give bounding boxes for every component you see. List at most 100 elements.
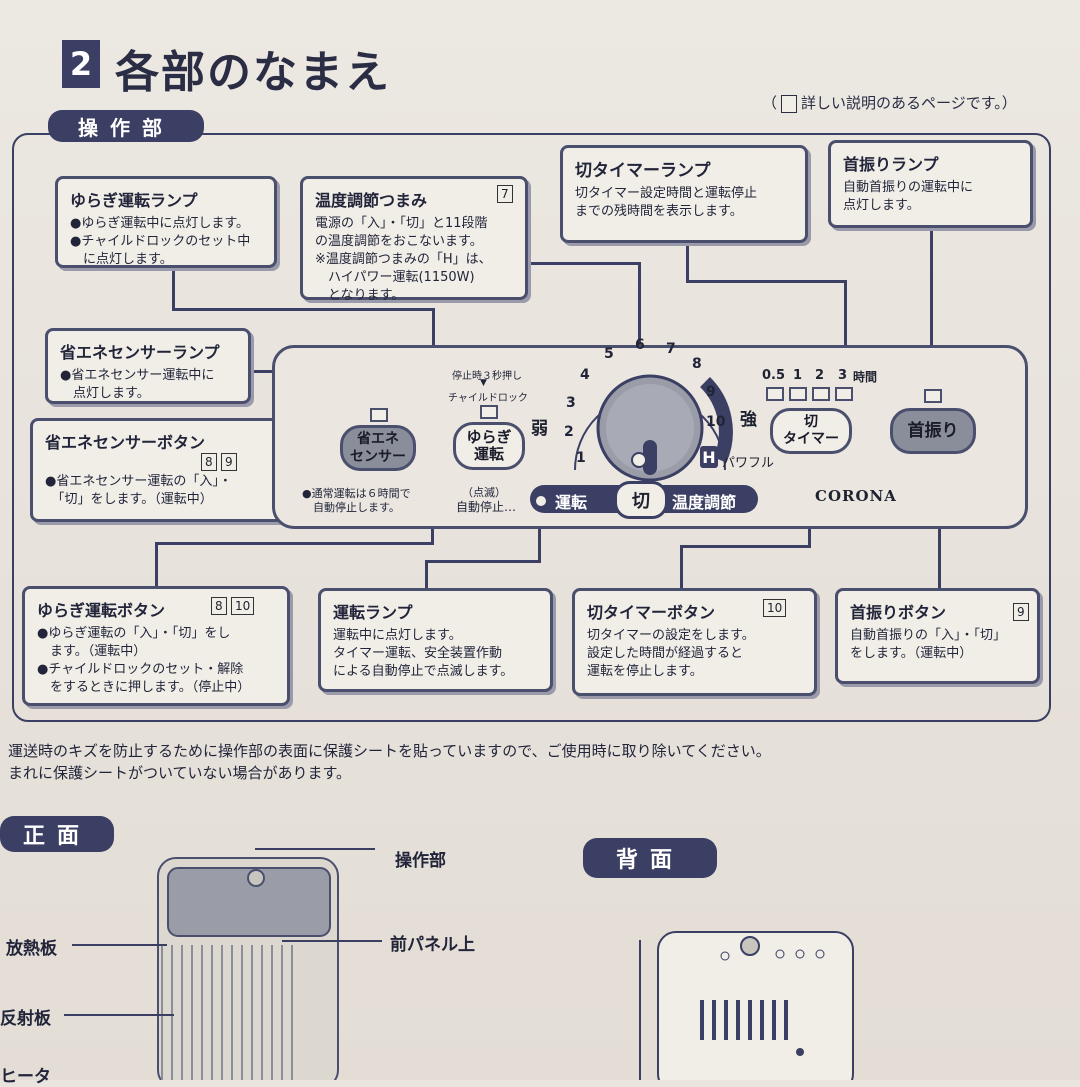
auto-stop-label: 自動停止… bbox=[456, 500, 517, 514]
eco-sensor-button[interactable]: 省エネ センサー bbox=[340, 425, 416, 471]
connector-line bbox=[930, 225, 933, 390]
run-label: 運転 bbox=[555, 493, 588, 512]
callout-swing-lamp: 首振りランプ 自動首振りの運転中に 点灯します。 bbox=[828, 140, 1033, 228]
powerful-label: パワフル bbox=[722, 456, 775, 471]
page-ref: 9 bbox=[221, 453, 237, 471]
page-ref: 9 bbox=[1013, 603, 1029, 621]
callout-timer-lamp: 切タイマーランプ 切タイマー設定時間と運転停止 までの残時間を表示します。 bbox=[560, 145, 808, 243]
off-timer-button[interactable]: 切 タイマー bbox=[770, 408, 852, 454]
label-leader bbox=[72, 944, 167, 946]
run-lamp bbox=[534, 494, 548, 508]
label-leader bbox=[282, 940, 382, 942]
h-label: H bbox=[700, 446, 718, 468]
connector-line bbox=[172, 268, 175, 310]
page-ref: 8 bbox=[201, 453, 217, 471]
callout-body: ●省エネセンサー運転の「入」・ 「切」をします。（運転中） bbox=[45, 474, 232, 507]
callout-title: 切タイマーボタン bbox=[587, 603, 716, 622]
child-lock-label: チャイルドロック bbox=[448, 393, 528, 404]
dial-number: 4 bbox=[580, 367, 590, 383]
connector-line bbox=[155, 542, 433, 545]
page-ref: 7 bbox=[497, 185, 513, 203]
connector-line bbox=[686, 280, 846, 283]
connector-line bbox=[425, 560, 428, 590]
timer-hour-label: 2 bbox=[815, 368, 825, 383]
timer-lamp-2 bbox=[812, 387, 830, 401]
eco-sensor-lamp bbox=[370, 408, 388, 422]
tab-controls: 操作部 bbox=[48, 110, 204, 142]
connector-line bbox=[686, 240, 689, 282]
off-label: 切 bbox=[614, 481, 668, 519]
connector-line bbox=[530, 262, 640, 265]
callout-title: 温度調節つまみ bbox=[315, 191, 428, 210]
weak-label: 弱 bbox=[531, 419, 548, 439]
connector-line bbox=[425, 560, 540, 563]
timer-hour-label: 0.5 bbox=[762, 368, 786, 383]
protective-sheet-notice: 運送時のキズを防止するために操作部の表面に保護シートを貼っていますので、ご使用時… bbox=[8, 742, 771, 782]
callout-body: ●ゆらぎ運転の「入」・「切」をし ます。（運転中） ●チャイルドロックのセット・… bbox=[37, 626, 251, 695]
auto-stop-note: ●通常運転は６時間で 自動停止します。 bbox=[302, 487, 411, 514]
connector-line bbox=[172, 308, 434, 311]
swing-button[interactable]: 首振り bbox=[890, 408, 976, 454]
section-title: 各部のなまえ bbox=[115, 47, 391, 98]
callout-body: 電源の「入」・「切」と11段階 の温度調節をおこないます。 ※温度調節つまみの「… bbox=[315, 216, 492, 303]
tab-front: 正面 bbox=[0, 816, 114, 852]
dial-number: 3 bbox=[566, 395, 576, 411]
connector-line bbox=[638, 262, 641, 357]
tab-back: 背面 bbox=[583, 838, 717, 878]
callout-body: 運転中に点灯します。 タイマー運転、安全装置作動 による自動停止で点滅します。 bbox=[333, 628, 514, 679]
callout-body: ●ゆらぎ運転中に点灯します。 ●チャイルドロックのセット中 に点灯します。 bbox=[70, 216, 251, 267]
callout-title: ゆらぎ運転ボタン bbox=[37, 601, 166, 620]
yuragi-button[interactable]: ゆらぎ 運転 bbox=[453, 422, 525, 470]
dial-number: 6 bbox=[635, 337, 645, 353]
callout-body: ●省エネセンサー運転中に 点灯します。 bbox=[60, 368, 215, 401]
front-label-panel-top: 前パネル上 bbox=[390, 935, 475, 955]
timer-hour-label: 3 bbox=[838, 368, 848, 383]
connector-line bbox=[680, 545, 810, 548]
page-reference-note: （ 詳しい説明のあるページです。） bbox=[762, 92, 1017, 113]
callout-eco-button: 省エネセンサーボタン 8 9 ●省エネセンサー運転の「入」・ 「切」をします。（… bbox=[30, 418, 286, 522]
callout-title: 首振りランプ bbox=[843, 155, 939, 174]
callout-temp-knob: 温度調節つまみ 7 電源の「入」・「切」と11段階 の温度調節をおこないます。 … bbox=[300, 176, 528, 303]
ref-note-suffix: 詳しい説明のあるページです。） bbox=[801, 94, 1017, 112]
front-label-heater: ヒータ bbox=[0, 1067, 51, 1087]
front-label-reflector: 反射板 bbox=[0, 1009, 51, 1029]
brand-logo: CORONA bbox=[815, 487, 897, 505]
page-ref-box-icon bbox=[781, 94, 798, 113]
label-leader bbox=[255, 848, 375, 850]
strong-label: 強 bbox=[740, 410, 757, 430]
timer-unit-label: 時間 bbox=[853, 370, 878, 384]
ref-note-prefix: （ bbox=[762, 94, 778, 112]
front-heater-illustration bbox=[157, 857, 339, 1080]
timer-lamp-05 bbox=[766, 387, 784, 401]
timer-lamp-1 bbox=[789, 387, 807, 401]
callout-title: 運転ランプ bbox=[333, 603, 413, 622]
dial-number: 1 bbox=[576, 450, 586, 466]
arrow-down-icon: ▼ bbox=[480, 378, 487, 388]
timer-hour-label: 1 bbox=[793, 368, 803, 383]
connector-line bbox=[844, 280, 847, 350]
callout-body: 切タイマー設定時間と運転停止 までの残時間を表示します。 bbox=[575, 186, 758, 219]
child-lock-hint: 停止時３秒押し bbox=[452, 371, 522, 382]
callout-body: 自動首振りの「入」・「切」 をします。（運転中） bbox=[850, 628, 1007, 661]
callout-body: 切タイマーの設定をします。 設定した時間が経過すると 運転を停止します。 bbox=[587, 628, 755, 679]
callout-title: 省エネセンサーボタン bbox=[45, 433, 206, 452]
front-label-radiator: 放熱板 bbox=[6, 939, 57, 959]
page-ref: 8 bbox=[211, 597, 227, 615]
dial-number: 2 bbox=[564, 424, 574, 440]
front-label-control: 操作部 bbox=[395, 851, 446, 871]
dial-number: 9 bbox=[706, 384, 716, 400]
dial-number: 7 bbox=[666, 341, 676, 357]
callout-title: ゆらぎ運転ランプ bbox=[70, 191, 198, 210]
temperature-dial[interactable] bbox=[555, 330, 745, 490]
temp-label: 温度調節 bbox=[672, 493, 737, 512]
callout-title: 省エネセンサーランプ bbox=[60, 343, 220, 362]
label-leader bbox=[64, 1014, 174, 1016]
connector-line bbox=[538, 505, 541, 563]
callout-title: 切タイマーランプ bbox=[575, 161, 711, 181]
callout-swing-button: 首振りボタン 9 自動首振りの「入」・「切」 をします。（運転中） bbox=[835, 588, 1040, 684]
dial-number: 10 bbox=[706, 414, 726, 430]
swing-lamp bbox=[924, 389, 942, 403]
callout-run-lamp: 運転ランプ 運転中に点灯します。 タイマー運転、安全装置作動 による自動停止で点… bbox=[318, 588, 553, 692]
connector-line bbox=[155, 542, 158, 588]
